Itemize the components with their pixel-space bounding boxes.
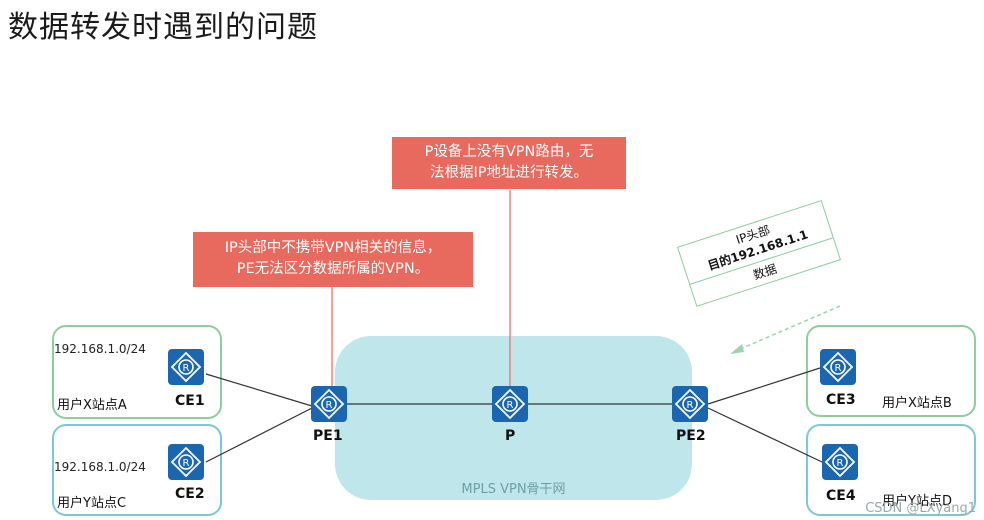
packet-arrow-head [730,344,744,354]
svg-text:R: R [326,400,333,411]
link-ce1-pe1 [205,373,313,407]
callout-p-line1: P设备上没有VPN路由，无 [424,144,594,160]
callout-pe-line2: PE无法区分数据所属的VPN。 [236,261,430,277]
link-pe2-ce4 [707,407,823,463]
site-c-label: 用户Y站点C [57,496,127,511]
site-d-label: 用户Y站点D [882,494,952,509]
router-icon[interactable]: R [822,444,858,480]
svg-text:R: R [835,363,842,374]
svg-text:R: R [183,363,190,374]
pe1-label: PE1 [313,428,343,444]
router-icon[interactable]: R [168,349,204,385]
page-title: 数据转发时遇到的问题 [8,10,318,45]
callout-p: P设备上没有VPN路由，无 法根据IP地址进行转发。 [392,137,626,189]
router-icon[interactable]: R [672,386,708,422]
ce3-label: CE3 [826,392,856,408]
svg-text:R: R [183,458,190,469]
callout-p-line2: 法根据IP地址进行转发。 [429,165,589,181]
pe2-label: PE2 [676,428,706,444]
svg-text:R: R [837,458,844,469]
backbone-label: MPLS VPN骨干网 [461,482,566,497]
router-icon[interactable]: R [492,386,528,422]
callout-pe: IP头部中不携带VPN相关的信息， PE无法区分数据所属的VPN。 [193,232,473,287]
site-c-subnet: 192.168.1.0/24 [54,460,146,474]
ce4-label: CE4 [826,488,856,504]
svg-text:R: R [687,400,694,411]
router-icon[interactable]: R [820,349,856,385]
callout-pe-line1: IP头部中不携带VPN相关的信息， [224,240,442,256]
router-icon[interactable]: R [168,444,204,480]
router-icon[interactable]: R [311,386,347,422]
ce1-label: CE1 [175,393,205,409]
link-pe2-ce3 [707,367,821,405]
packet-direction-arrow [737,305,841,351]
ce2-label: CE2 [175,486,205,502]
watermark: CSDN @LXyang1 [865,501,976,516]
link-ce2-pe1 [205,407,313,463]
p-label: P [505,428,516,444]
site-b-label: 用户X站点B [882,396,952,411]
svg-text:R: R [507,400,514,411]
site-a-label: 用户X站点A [57,398,127,413]
site-a-subnet: 192.168.1.0/24 [54,342,146,356]
